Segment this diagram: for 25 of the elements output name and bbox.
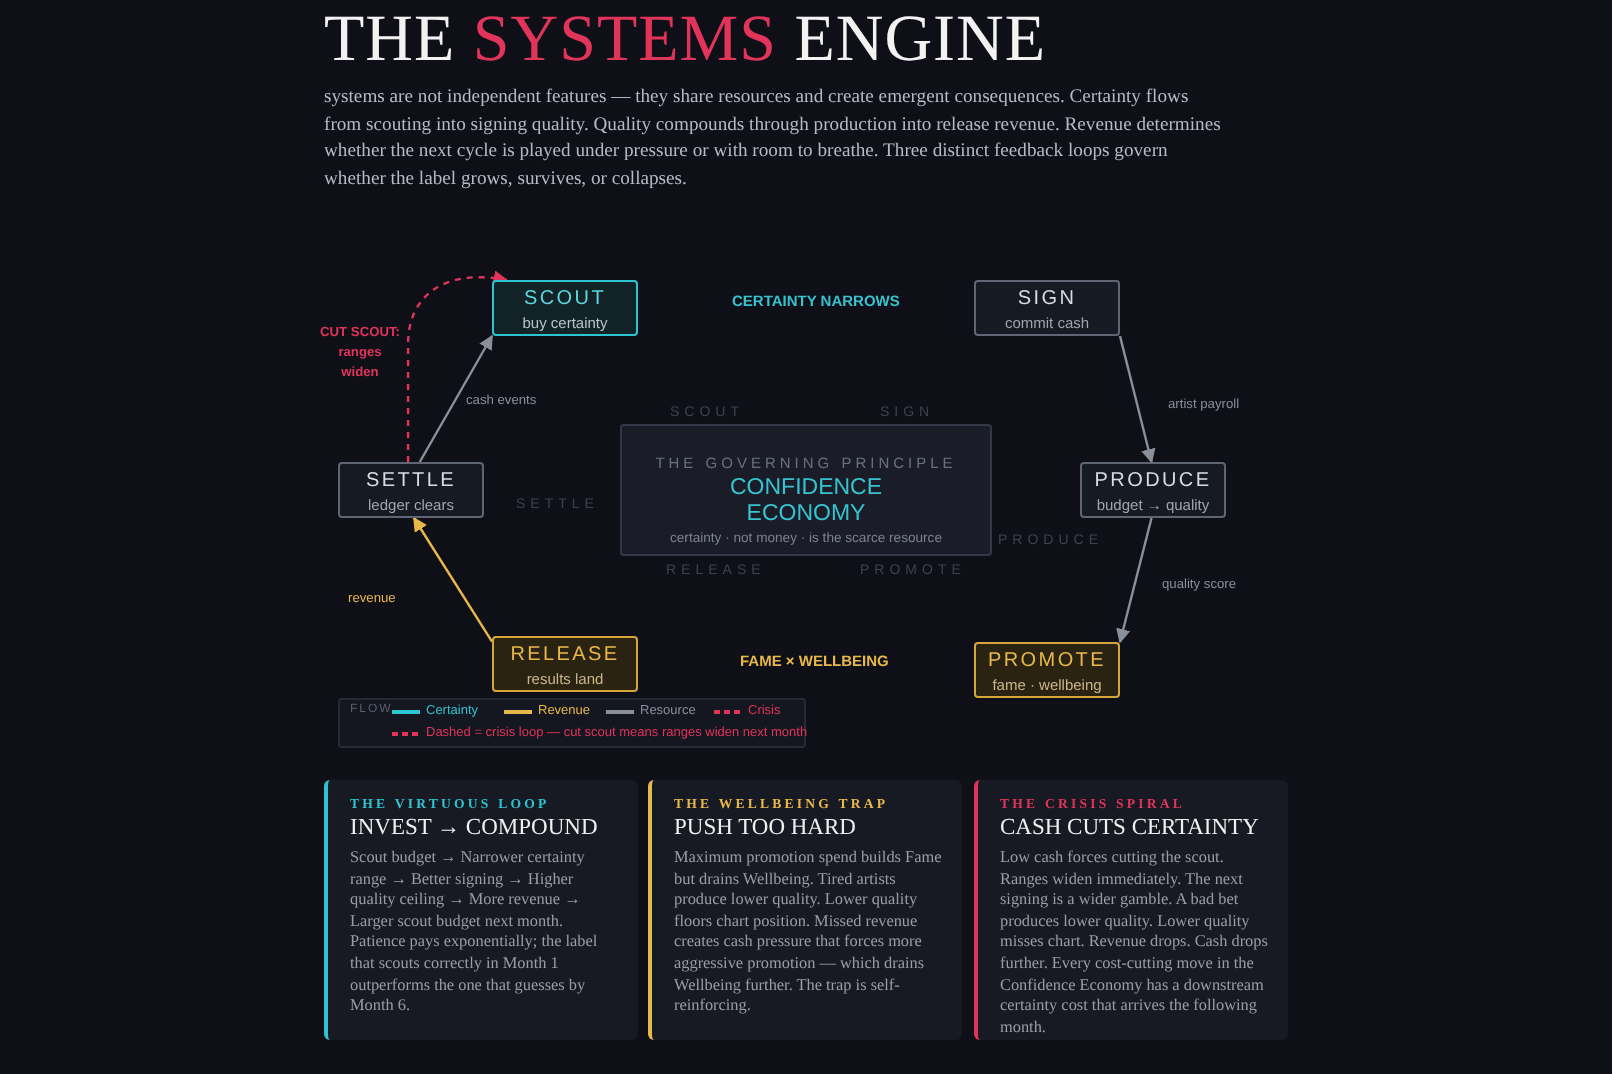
node-title: SCOUT	[522, 288, 608, 310]
info-card	[974, 780, 1288, 1040]
node-title: SETTLE	[364, 470, 458, 492]
node-title: SIGN	[1015, 288, 1079, 310]
node-title: RELEASE	[508, 644, 622, 666]
process-box	[492, 636, 638, 692]
process-box	[974, 642, 1120, 698]
panel-heading: CONFIDENCE ECONOMY	[727, 476, 885, 526]
card-heading: INVEST → COMPOUND	[350, 816, 600, 840]
process-box	[338, 462, 484, 518]
card-text: Scout budget → Narrower certainty range → Better signing → Higher quality ceiling → More revenue → Larger scout budget next month. Patience pays exponentially; the label that scouts correctly in Month 1 outperforms the one that guesses by Month 6.	[350, 848, 600, 1018]
process-box	[492, 280, 638, 336]
principle-panel	[620, 424, 992, 556]
node-title: PROMOTE	[986, 650, 1108, 672]
card-text: Low cash forces cutting the scout. Ranges widen immediately. The next signing is a wider gamble. A bad bet produces lower quality. Lower quality misses chart. Revenue drops. Cash drops further. Every cost-cutting move in the Confidence Economy has a downstream certainty cost that arrives the following month.	[1000, 848, 1268, 1039]
page-title: THE SYSTEMS ENGINE	[324, 4, 1047, 78]
process-box	[1080, 462, 1226, 518]
card-text: Maximum promotion spend builds Fame but drains Wellbeing. Tired artists produce lower quality. Lower quality floors chart position. Missed revenue creates cash pressure that forces more aggressive promotion — which drains Wellbeing further. The trap is self-reinforcing.	[674, 848, 942, 1018]
intro-paragraph: systems are not independent features — they share resources and create emergent consequences. Certainty flows from scouting into signing quality. Quality compounds through production into release revenue. Revenue determines whether the next cycle is played under pressure or with room to breathe. Three distinct feedback loops govern whether the label grows, survives, or collapses.	[324, 84, 1223, 193]
card-heading: CASH CUTS CERTAINTY	[1000, 816, 1261, 840]
info-card	[324, 780, 638, 1040]
card-heading: PUSH TOO HARD	[674, 816, 858, 840]
process-box	[974, 280, 1120, 336]
node-title: PRODUCE	[1092, 470, 1214, 492]
info-card	[648, 780, 962, 1040]
